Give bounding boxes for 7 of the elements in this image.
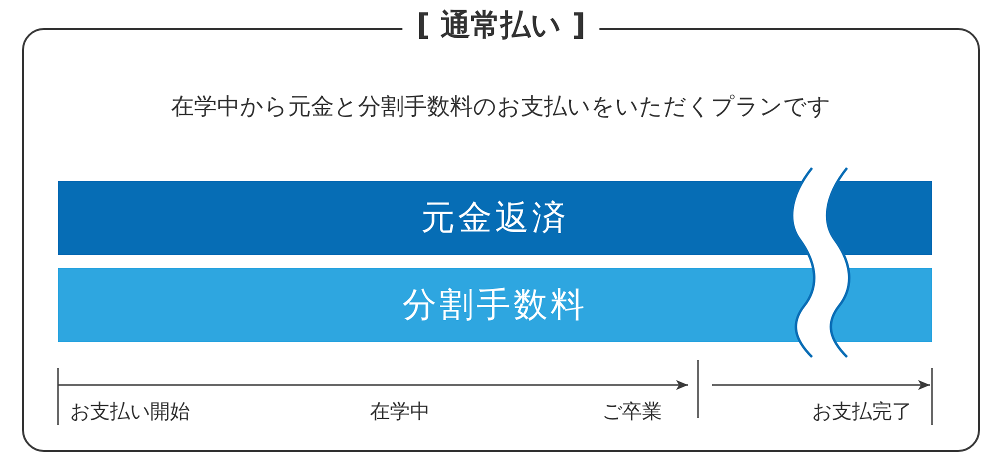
- plan-bar: 分割手数料: [58, 268, 932, 342]
- timeline-label: お支払完了: [812, 398, 912, 424]
- timeline-label: ご卒業: [602, 398, 662, 424]
- timeline-label: 在学中: [370, 398, 430, 424]
- timeline-label: お支払い開始: [70, 398, 190, 424]
- plan-bar: 元金返済: [58, 181, 932, 255]
- description-text: 在学中から元金と分割手数料のお支払いをいただくプランです: [170, 93, 832, 122]
